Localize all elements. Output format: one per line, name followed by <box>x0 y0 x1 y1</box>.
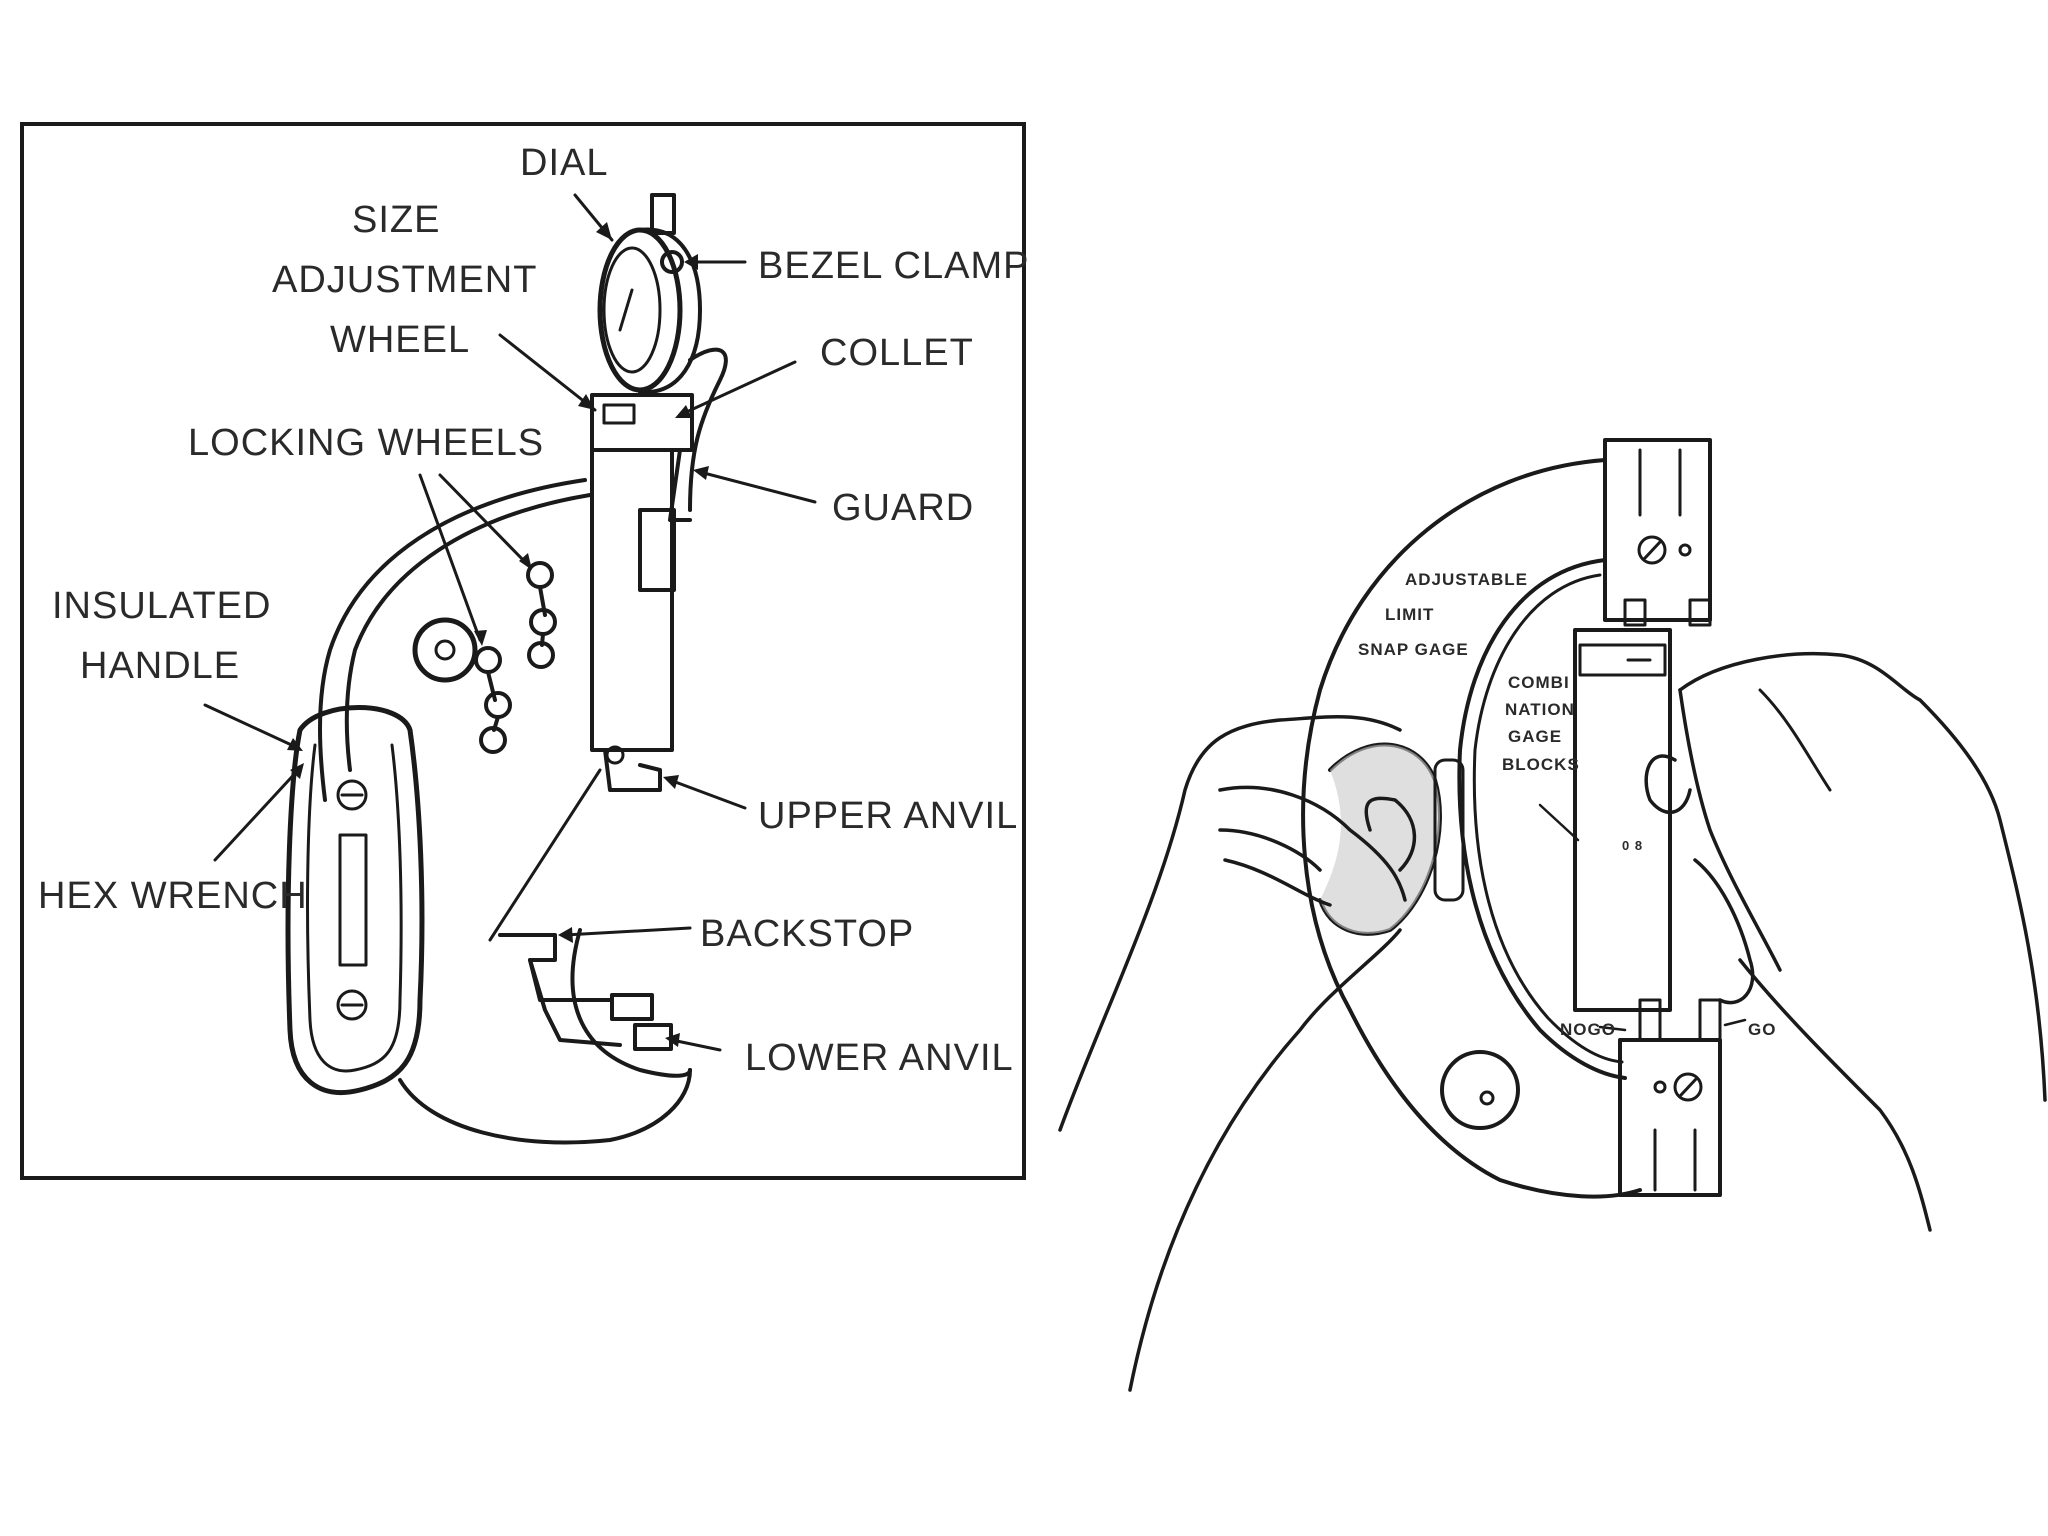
label-size-adjustment-line2: ADJUSTMENT <box>272 259 537 301</box>
label-insulated-handle-line1: INSULATED <box>52 585 271 627</box>
backstop-and-lower-anvil <box>488 768 673 1051</box>
label-locking-wheels: LOCKING WHEELS <box>188 422 544 464</box>
label-dial: DIAL <box>520 142 608 184</box>
label-blocks: BLOCKS <box>1502 755 1580 774</box>
label-nation: NATION <box>1505 700 1575 719</box>
label-collet: COLLET <box>820 332 974 374</box>
limit-snap-gage-frame <box>1301 438 1722 1199</box>
right-hand <box>1644 652 2047 1232</box>
label-hex-wrench: HEX WRENCH <box>38 875 308 917</box>
left-figure-frame <box>20 122 1026 1180</box>
insulated-handle <box>285 705 425 1095</box>
label-size-adjustment-line1: SIZE <box>352 199 440 241</box>
gage-frame <box>318 478 692 1145</box>
label-bezel-clamp: BEZEL CLAMP <box>758 245 1029 287</box>
snap-gage-check-figure: 0 8 ADJUSTABLE LIMIT SNAP GAGE <box>1058 438 2047 1392</box>
label-backstop: BACKSTOP <box>700 913 914 955</box>
label-guard: GUARD <box>832 487 974 529</box>
label-snap-gage: SNAP GAGE <box>1358 640 1469 659</box>
label-lower-anvil: LOWER ANVIL <box>745 1037 1014 1079</box>
label-combi: COMBI <box>1508 673 1570 692</box>
left-hand <box>1058 715 1417 1392</box>
label-limit: LIMIT <box>1385 605 1434 624</box>
label-insulated-handle-line2: HANDLE <box>80 645 240 687</box>
label-gage: GAGE <box>1508 727 1562 746</box>
dial-snap-gage-figure: DIAL SIZE ADJUSTMENT WHEEL BEZEL CLAMP C… <box>20 122 1029 1180</box>
left-leader-lines <box>203 193 817 1052</box>
dial-assembly <box>590 193 728 792</box>
label-adjustable: ADJUSTABLE <box>1405 570 1528 589</box>
label-upper-anvil: UPPER ANVIL <box>758 795 1018 837</box>
block-size-mark: 0 8 <box>1622 838 1643 853</box>
label-go: GO <box>1748 1020 1776 1039</box>
label-size-adjustment-line3: WHEEL <box>330 319 470 361</box>
right-leader-lines <box>1538 803 1747 1032</box>
locking-wheels <box>412 561 557 754</box>
label-nogo: NOGO <box>1560 1020 1616 1039</box>
combination-gage-blocks: 0 8 <box>1573 628 1672 1012</box>
